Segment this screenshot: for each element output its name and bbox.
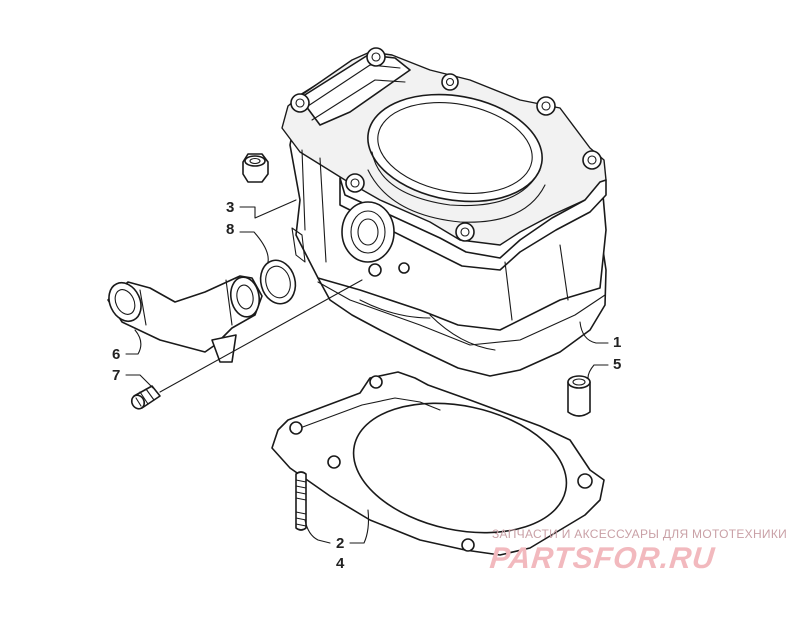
watermark-brand-logo: PARTSFOR.RU: [488, 542, 717, 575]
flange-bolt: [242, 153, 269, 183]
watermark-tagline: ЗАПЧАСТИ И АКСЕССУАРЫ ДЛЯ МОТОТЕХНИКИ: [492, 527, 788, 541]
leader-lines: [125, 199, 609, 544]
callout-6: 6: [112, 346, 121, 363]
stud-bolt: [295, 471, 307, 531]
callout-1: 1: [613, 334, 622, 351]
base-gasket: [271, 371, 605, 556]
screw: [130, 385, 161, 410]
dowel-pin: [567, 375, 591, 417]
callout-7: 7: [112, 367, 121, 384]
callout-2: 2: [336, 535, 345, 552]
o-ring: [259, 259, 297, 305]
cylinder-block: [281, 47, 607, 377]
callout-5: 5: [613, 356, 622, 373]
callout-8: 8: [226, 221, 235, 238]
callout-3: 3: [226, 199, 235, 216]
callout-4: 4: [336, 555, 345, 572]
coolant-elbow: [107, 275, 263, 363]
